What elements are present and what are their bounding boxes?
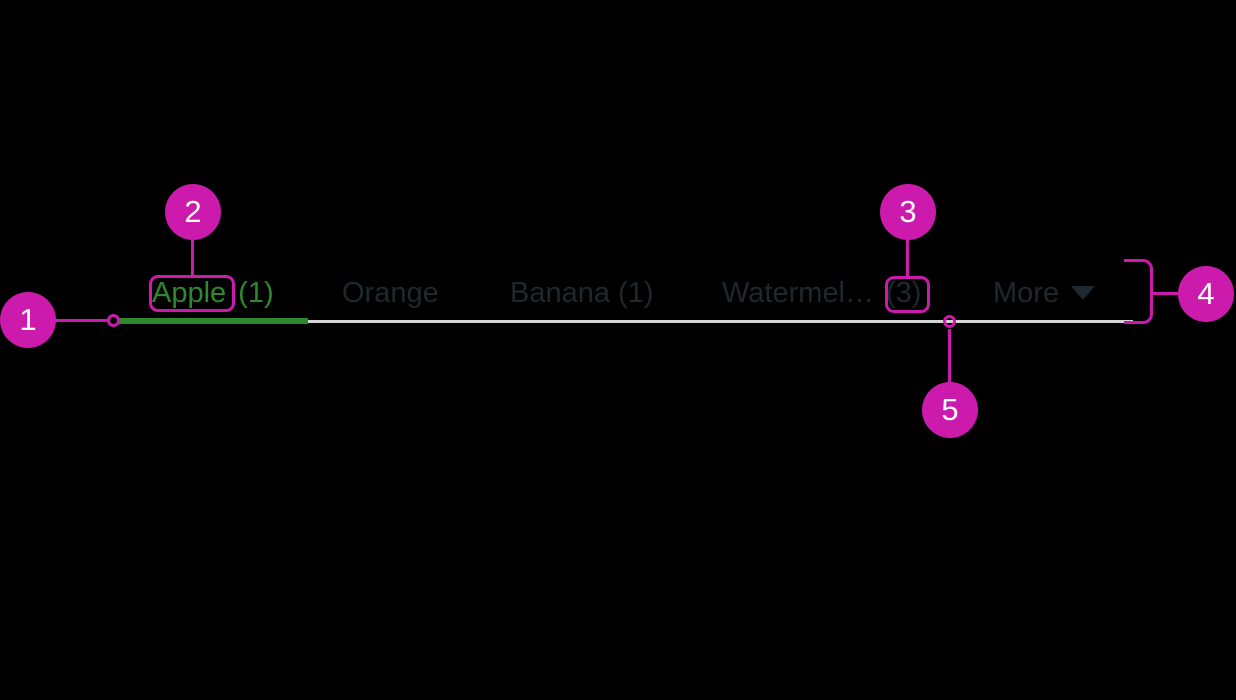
tab-apple-count: (1) bbox=[238, 277, 274, 309]
tab-watermelon[interactable]: Watermel…(3) bbox=[722, 278, 921, 308]
tab-apple-label: Apple bbox=[152, 277, 227, 309]
anchor-ring-1 bbox=[107, 314, 120, 327]
callout-4-number: 4 bbox=[1197, 276, 1215, 311]
callout-1-number: 1 bbox=[19, 302, 37, 337]
watermelon-count-highlight-box bbox=[885, 276, 930, 313]
bracket-annotation bbox=[1124, 259, 1153, 324]
callout-1: 1 bbox=[0, 292, 56, 348]
tab-apple[interactable]: Apple (1) bbox=[152, 278, 274, 308]
connector-line-2 bbox=[191, 240, 194, 276]
apple-label-highlight-box bbox=[149, 275, 235, 312]
callout-4: 4 bbox=[1178, 266, 1234, 322]
callout-3: 3 bbox=[880, 184, 936, 240]
callout-5: 5 bbox=[922, 382, 978, 438]
connector-line-3 bbox=[906, 240, 909, 277]
connector-line-1 bbox=[56, 319, 108, 322]
tab-orange-label: Orange bbox=[342, 277, 439, 309]
callout-2: 2 bbox=[165, 184, 221, 240]
tab-more[interactable]: More bbox=[993, 277, 1096, 309]
connector-line-5 bbox=[948, 329, 951, 383]
tab-track-line bbox=[308, 320, 1133, 323]
tab-banana-label: Banana (1) bbox=[510, 277, 654, 309]
active-tab-underline bbox=[117, 318, 308, 324]
tab-banana[interactable]: Banana (1) bbox=[510, 278, 654, 308]
tab-orange[interactable]: Orange bbox=[342, 278, 439, 308]
anchor-ring-5 bbox=[943, 315, 956, 328]
dropdown-triangle-icon bbox=[1071, 286, 1096, 300]
connector-line-4 bbox=[1153, 292, 1180, 295]
tab-more-label: More bbox=[993, 277, 1060, 309]
tab-watermelon-label: Watermel… bbox=[722, 277, 874, 309]
callout-3-number: 3 bbox=[899, 194, 917, 229]
callout-5-number: 5 bbox=[941, 392, 959, 427]
callout-2-number: 2 bbox=[184, 194, 202, 229]
